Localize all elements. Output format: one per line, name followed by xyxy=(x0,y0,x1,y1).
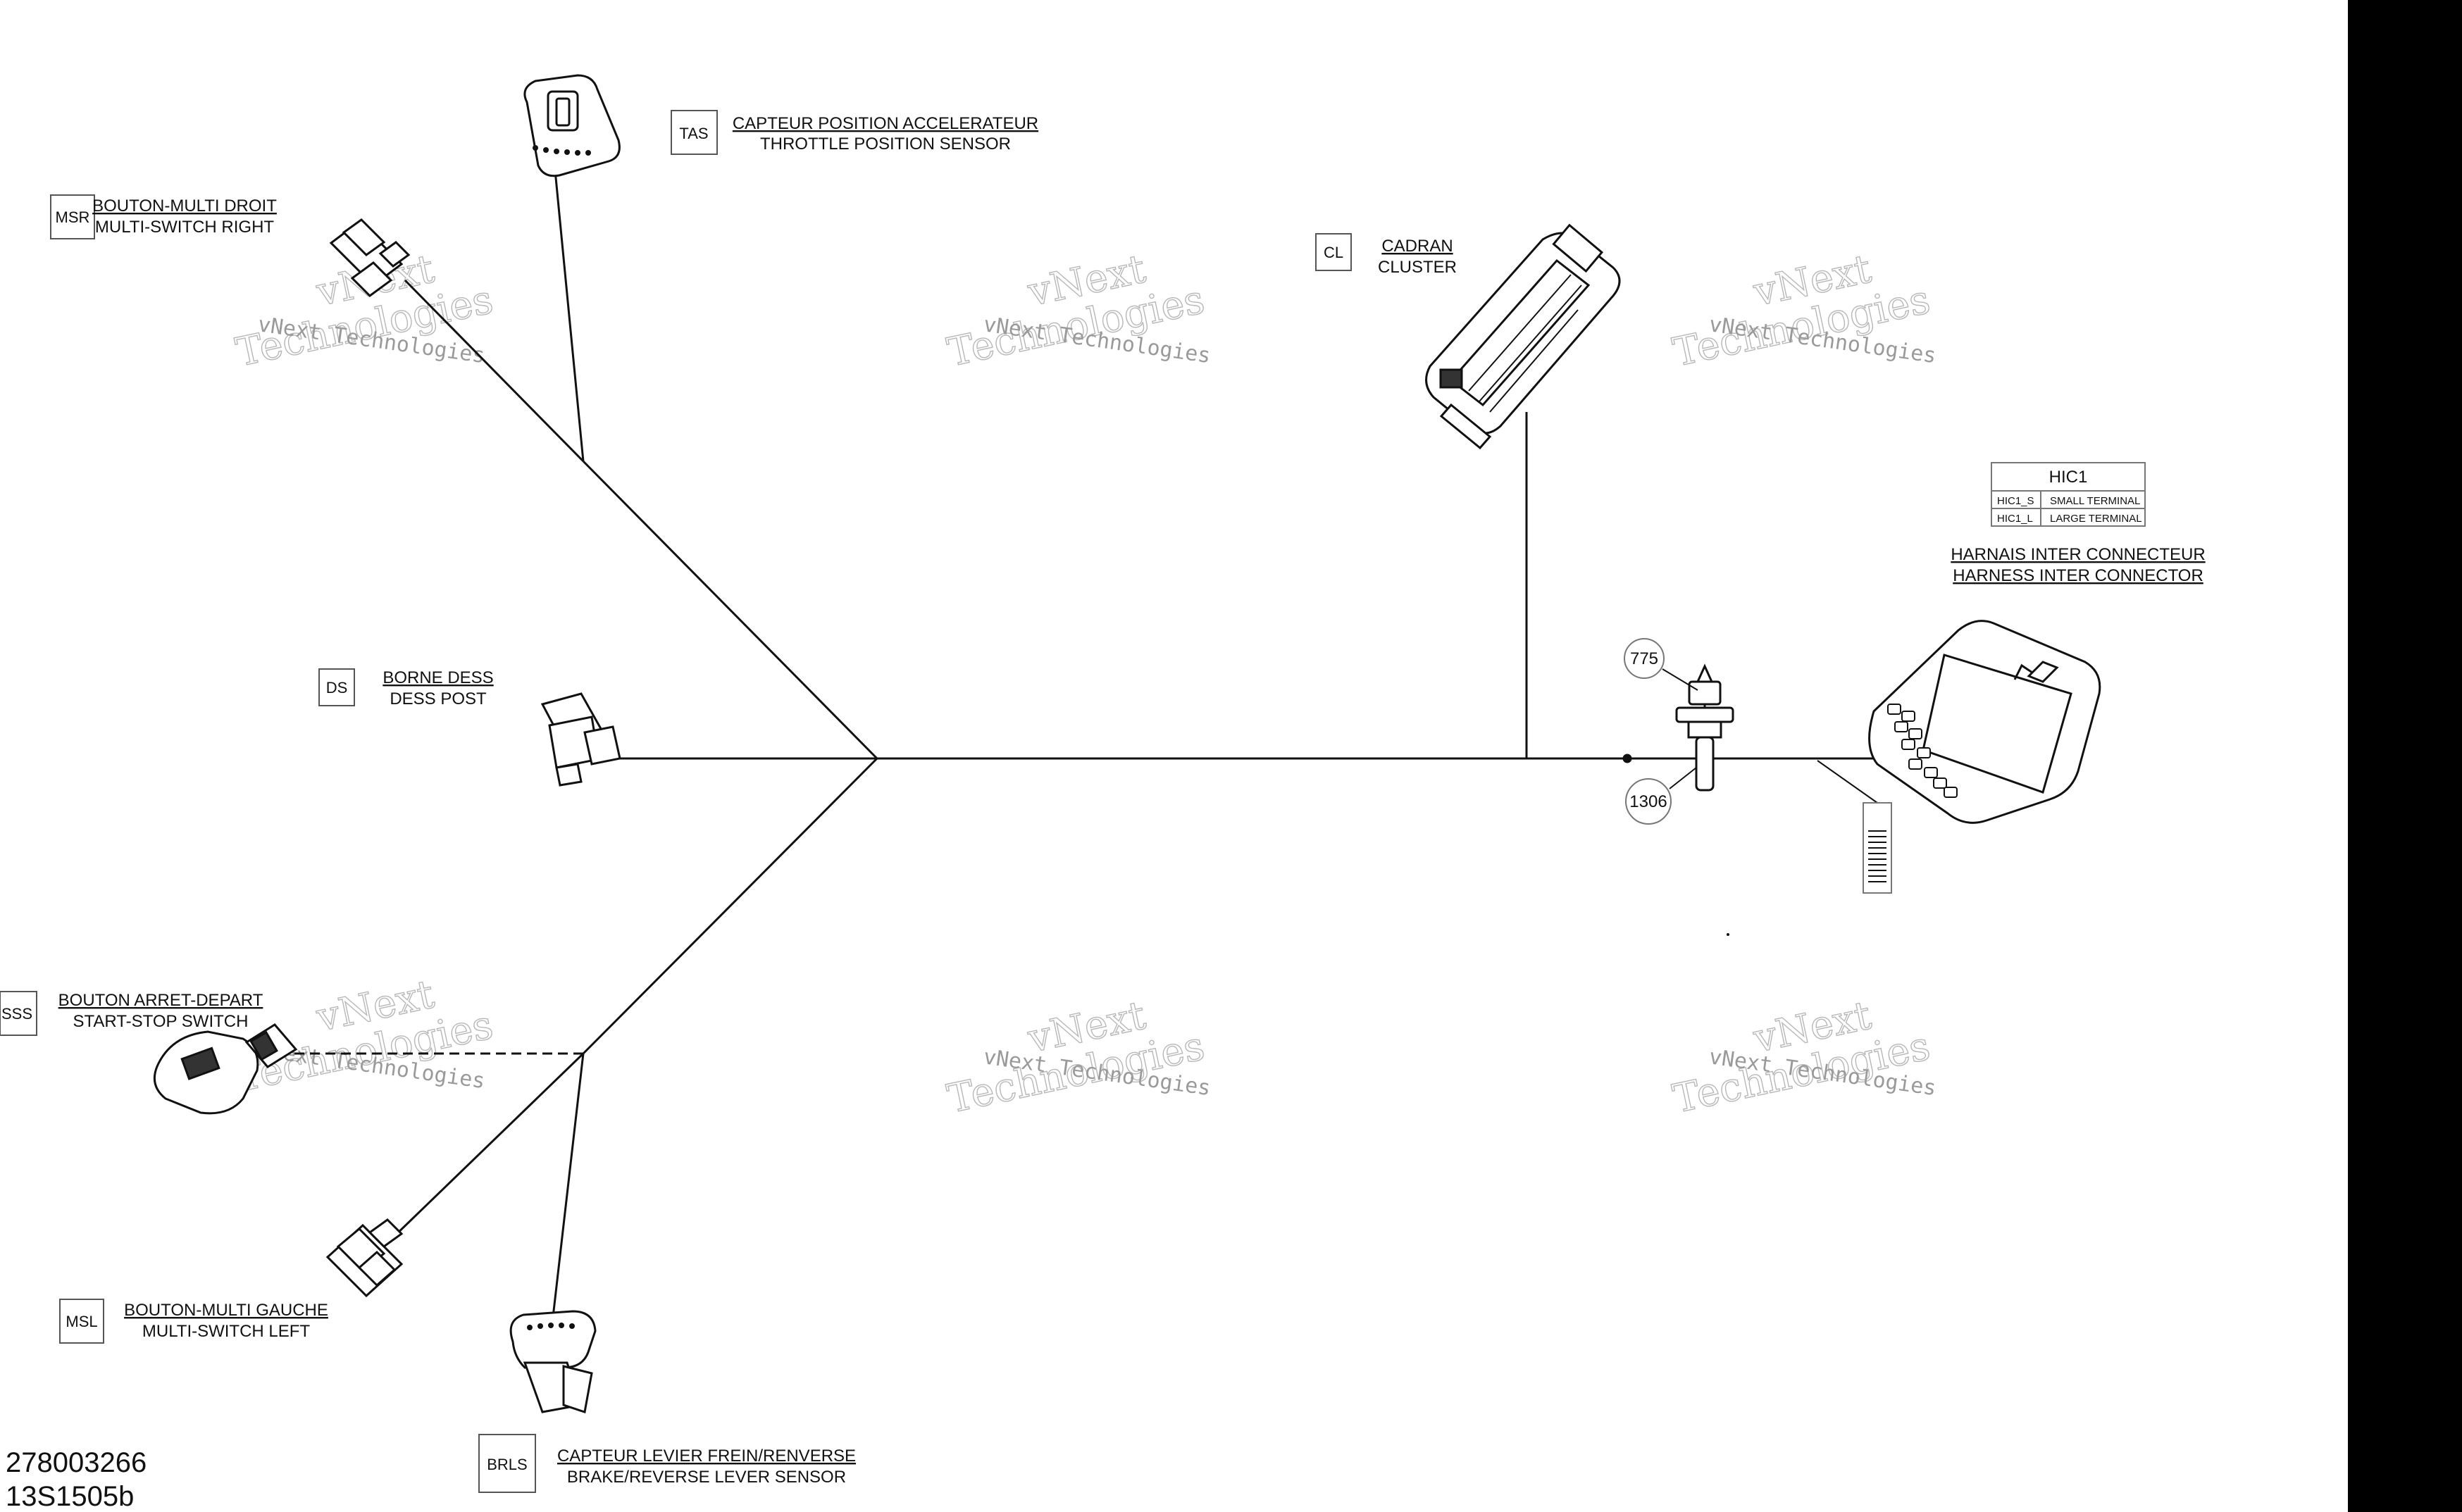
brls-label: BRLS CAPTEUR LEVIER FREIN/RENVERSE BRAKE… xyxy=(478,1434,856,1493)
sss-code: SSS xyxy=(1,1005,32,1023)
watermark: Technologies vNext xyxy=(1669,992,1934,1123)
callout-775-text: 775 xyxy=(1630,649,1658,668)
cl-code: CL xyxy=(1324,244,1343,261)
hic-tag xyxy=(1863,802,1892,894)
msl-name-en: MULTI-SWITCH LEFT xyxy=(142,1322,311,1341)
wire-hic-tag xyxy=(1817,760,1878,804)
wire-tas xyxy=(554,170,585,462)
splice-dot xyxy=(1622,754,1632,763)
wire-msr xyxy=(404,279,585,463)
tas-connector xyxy=(523,74,621,177)
brls-name-fr: CAPTEUR LEVIER FREIN/RENVERSE xyxy=(557,1447,856,1466)
harness-wires xyxy=(268,170,1944,1318)
hic-row-code: HIC1_S xyxy=(1997,495,2034,507)
hic-connector xyxy=(1868,620,2101,824)
sss-name-fr: BOUTON ARRET-DEPART xyxy=(58,991,263,1010)
tas-label: TAS CAPTEUR POSITION ACCELERATEUR THROTT… xyxy=(671,110,1038,155)
brls-code: BRLS xyxy=(487,1456,527,1473)
hic-label: HARNAIS INTER CONNECTEUR HARNESS INTER C… xyxy=(1951,545,2205,585)
stray-dot xyxy=(1727,933,1729,936)
callout-1306: 1306 xyxy=(1625,767,1697,825)
wiring-diagram: Technologies vNext vNext Technologies Te… xyxy=(0,74,2206,1512)
msr-code: MSR xyxy=(56,208,90,226)
ds-code: DS xyxy=(326,679,348,696)
ds-label: DS BORNE DESS DESS POST xyxy=(318,668,494,708)
tas-name-fr: CAPTEUR POSITION ACCELERATEUR xyxy=(733,114,1038,133)
brls-name-en: BRAKE/REVERSE LEVER SENSOR xyxy=(567,1468,846,1487)
msl-label: MSL BOUTON-MULTI GAUCHE MULTI-SWITCH LEF… xyxy=(59,1299,328,1344)
part-number: 278003266 xyxy=(6,1447,147,1478)
cl-label: CL CADRAN CLUSTER xyxy=(1315,233,1457,277)
msr-label: MSR BOUTON-MULTI DROIT MULTI-SWITCH RIGH… xyxy=(50,194,277,239)
cl-connector xyxy=(1425,223,1621,450)
cl-name-en: CLUSTER xyxy=(1378,258,1457,277)
msr-name-en: MULTI-SWITCH RIGHT xyxy=(95,218,275,237)
hic-row-code: HIC1_L xyxy=(1997,513,2033,525)
wire-lower-branch xyxy=(582,757,878,1055)
hic-title: HIC1 xyxy=(2049,468,2088,487)
drawing-reference: 278003266 13S1505b xyxy=(6,1447,147,1512)
grommet xyxy=(1675,663,1734,792)
msr-name-fr: BOUTON-MULTI DROIT xyxy=(92,196,277,215)
msl-name-fr: BOUTON-MULTI GAUCHE xyxy=(124,1301,328,1320)
callout-775: 775 xyxy=(1624,638,1698,691)
callout-1306-text: 1306 xyxy=(1629,792,1667,811)
hic-row-desc: LARGE TERMINAL xyxy=(2050,513,2142,525)
wire-upper-branch xyxy=(582,460,878,760)
right-margin-bar xyxy=(2348,0,2462,1512)
drawing-number: 13S1505b xyxy=(6,1481,134,1512)
ds-connector xyxy=(540,692,621,787)
msl-connector xyxy=(325,1218,404,1298)
hic-name-fr: HARNAIS INTER CONNECTEUR xyxy=(1951,545,2205,564)
wire-msl xyxy=(390,1052,585,1241)
watermark: Technologies vNext xyxy=(943,992,1209,1123)
msr-connector xyxy=(329,218,411,297)
wire-brls xyxy=(552,1053,585,1318)
hic-row-desc: SMALL TERMINAL xyxy=(2050,495,2140,507)
tas-code: TAS xyxy=(679,125,708,142)
sss-connector xyxy=(153,1023,298,1115)
cl-name-fr: CADRAN xyxy=(1381,237,1453,256)
sss-name-en: START-STOP SWITCH xyxy=(73,1012,249,1031)
hic-name-en: HARNESS INTER CONNECTOR xyxy=(1953,566,2203,585)
ds-name-en: DESS POST xyxy=(390,689,487,708)
ds-name-fr: BORNE DESS xyxy=(383,668,493,687)
sss-label: SSS BOUTON ARRET-DEPART START-STOP SWITC… xyxy=(0,991,263,1036)
brls-connector xyxy=(509,1310,597,1413)
msl-code: MSL xyxy=(66,1313,97,1330)
hic-table: HIC1 HIC1_S SMALL TERMINAL HIC1_L LARGE … xyxy=(1991,462,2146,527)
tas-name-en: THROTTLE POSITION SENSOR xyxy=(760,135,1011,154)
